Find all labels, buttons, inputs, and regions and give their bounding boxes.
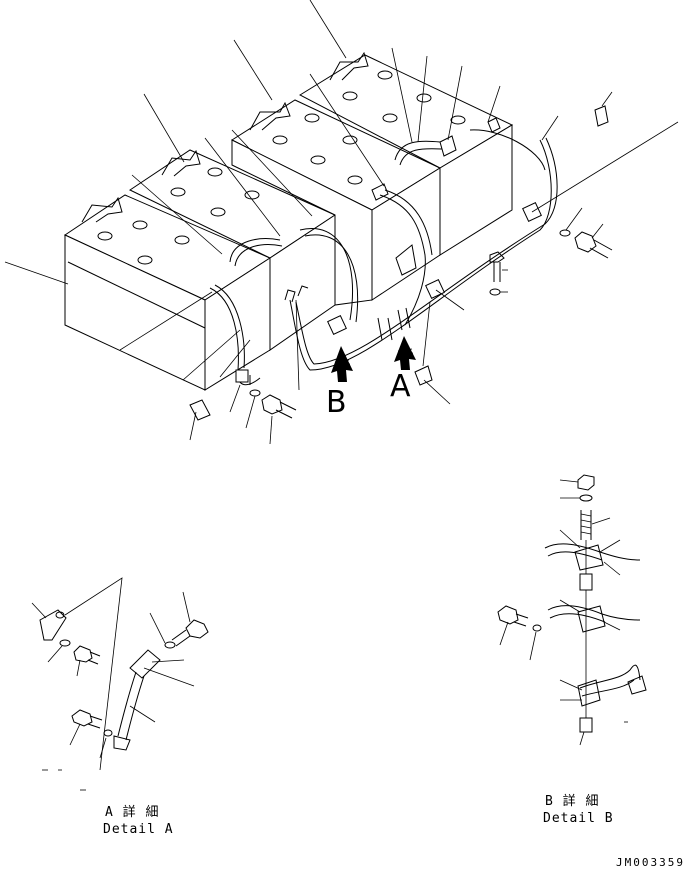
battery-1 (63, 194, 272, 391)
detail-a-drawing (39, 577, 209, 771)
detail-b-title: B 詳 細 (545, 793, 599, 809)
drawing-code: JM003359 (616, 856, 685, 869)
detail-a-title: A 詳 細 (105, 804, 159, 820)
detail-b-drawing (497, 474, 647, 733)
main-fasteners (189, 229, 613, 421)
battery-3 (230, 99, 442, 306)
view-label-a: A (390, 369, 411, 404)
battery-2 (128, 149, 337, 351)
battery-group (63, 51, 514, 391)
view-arrow-b (331, 346, 353, 382)
detail-a-leader-lines (31, 591, 195, 791)
detail-b-subtitle: Detail B (543, 811, 614, 826)
battery-4 (298, 51, 514, 256)
detail-a-subtitle: Detail A (103, 822, 174, 837)
view-arrow-a (394, 336, 416, 370)
view-label-b: B (326, 385, 347, 420)
main-leader-lines (4, 0, 679, 445)
detail-b-leader-lines (499, 479, 628, 746)
